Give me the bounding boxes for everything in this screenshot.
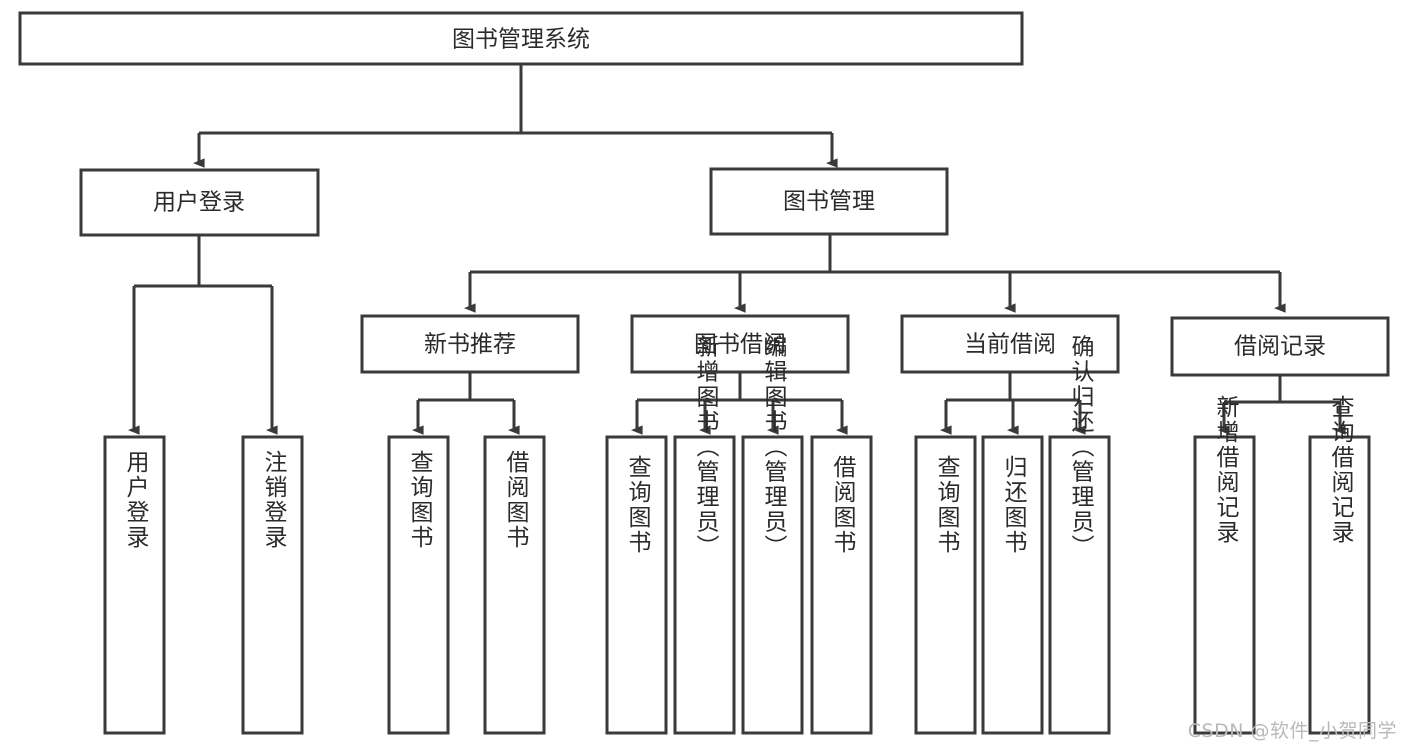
node-leaf-confirm-return-label: 确认归还（管理员）	[1067, 335, 1095, 560]
node-leaf-query-book-3-box[interactable]	[914, 435, 977, 735]
node-borrow-record-label: 借阅记录	[1234, 334, 1326, 360]
node-book-management-label: 图书管理	[783, 189, 875, 215]
node-leaf-borrow-book-1-box[interactable]	[483, 435, 546, 735]
node-leaf-confirm-return-box[interactable]	[1048, 435, 1111, 735]
node-user-login-label: 用户登录	[153, 190, 245, 216]
node-book-management[interactable]: 图书管理	[709, 167, 949, 236]
node-leaf-user-logout-box[interactable]	[241, 435, 304, 735]
node-leaf-user-login-label: 用户登录	[122, 450, 150, 550]
node-leaf-edit-book-label: 编辑图书（管理员）	[760, 335, 788, 560]
node-leaf-borrow-book-1-label: 借阅图书	[502, 450, 530, 550]
node-leaf-add-book[interactable]: 新增图书（管理员）	[673, 335, 736, 735]
node-book-management-box[interactable]	[709, 167, 949, 236]
node-leaf-borrow-book-2-label: 借阅图书	[829, 455, 857, 555]
node-leaf-query-book-3[interactable]: 查询图书	[914, 435, 977, 735]
node-leaf-user-login-box[interactable]	[103, 435, 166, 735]
node-book-borrow-label: 图书借阅	[694, 332, 786, 358]
node-leaf-query-book-3-label: 查询图书	[933, 455, 961, 555]
node-leaf-query-book-2-label: 查询图书	[624, 455, 652, 555]
node-root-box[interactable]	[18, 11, 1024, 66]
node-leaf-return-book[interactable]: 归还图书	[981, 435, 1044, 735]
node-leaf-user-logout[interactable]: 注销登录	[241, 435, 304, 735]
node-leaf-borrow-book-1[interactable]: 借阅图书	[483, 435, 546, 735]
node-user-login[interactable]: 用户登录	[79, 168, 320, 237]
node-leaf-query-record[interactable]: 查询借阅记录	[1308, 395, 1371, 735]
node-leaf-borrow-book-2[interactable]: 借阅图书	[810, 435, 873, 735]
node-leaf-query-book-2[interactable]: 查询图书	[605, 435, 668, 735]
node-user-login-box[interactable]	[79, 168, 320, 237]
node-current-borrow-box[interactable]	[900, 314, 1120, 374]
node-root-label: 图书管理系统	[452, 27, 590, 53]
node-leaf-edit-book[interactable]: 编辑图书（管理员）	[741, 335, 804, 735]
node-leaf-add-book-box[interactable]	[673, 435, 736, 735]
node-new-book-recommend[interactable]: 新书推荐	[360, 314, 580, 374]
node-root[interactable]: 图书管理系统	[18, 11, 1024, 66]
node-leaf-query-record-box[interactable]	[1308, 435, 1371, 735]
node-leaf-add-record[interactable]: 新增借阅记录	[1193, 395, 1256, 735]
node-leaf-add-record-box[interactable]	[1193, 435, 1256, 735]
node-current-borrow[interactable]: 当前借阅	[900, 314, 1120, 374]
node-leaf-return-book-label: 归还图书	[1000, 455, 1028, 555]
node-leaf-add-book-label: 新增图书（管理员）	[692, 335, 720, 560]
node-leaf-query-book-2-box[interactable]	[605, 435, 668, 735]
node-leaf-edit-book-box[interactable]	[741, 435, 804, 735]
node-leaf-user-logout-label: 注销登录	[260, 450, 288, 550]
node-leaf-add-record-label: 新增借阅记录	[1212, 395, 1240, 545]
csdn-watermark: CSDN @软件_小贺同学	[1187, 720, 1397, 742]
node-leaf-query-record-label: 查询借阅记录	[1327, 395, 1355, 545]
node-book-borrow[interactable]: 图书借阅	[630, 314, 850, 374]
node-leaf-query-book-1-box[interactable]	[387, 435, 450, 735]
connector-layer	[128, 64, 1346, 435]
node-book-borrow-box[interactable]	[630, 314, 850, 374]
node-leaf-confirm-return[interactable]: 确认归还（管理员）	[1048, 335, 1111, 735]
node-borrow-record-box[interactable]	[1170, 316, 1390, 377]
node-leaf-query-book-1-label: 查询图书	[406, 450, 434, 550]
node-leaf-query-book-1[interactable]: 查询图书	[387, 435, 450, 735]
node-leaf-borrow-book-2-box[interactable]	[810, 435, 873, 735]
node-new-book-recommend-label: 新书推荐	[424, 332, 516, 358]
node-leaf-return-book-box[interactable]	[981, 435, 1044, 735]
node-leaf-user-login[interactable]: 用户登录	[103, 435, 166, 735]
node-new-book-recommend-box[interactable]	[360, 314, 580, 374]
node-current-borrow-label: 当前借阅	[964, 332, 1056, 358]
node-borrow-record[interactable]: 借阅记录	[1170, 316, 1390, 377]
